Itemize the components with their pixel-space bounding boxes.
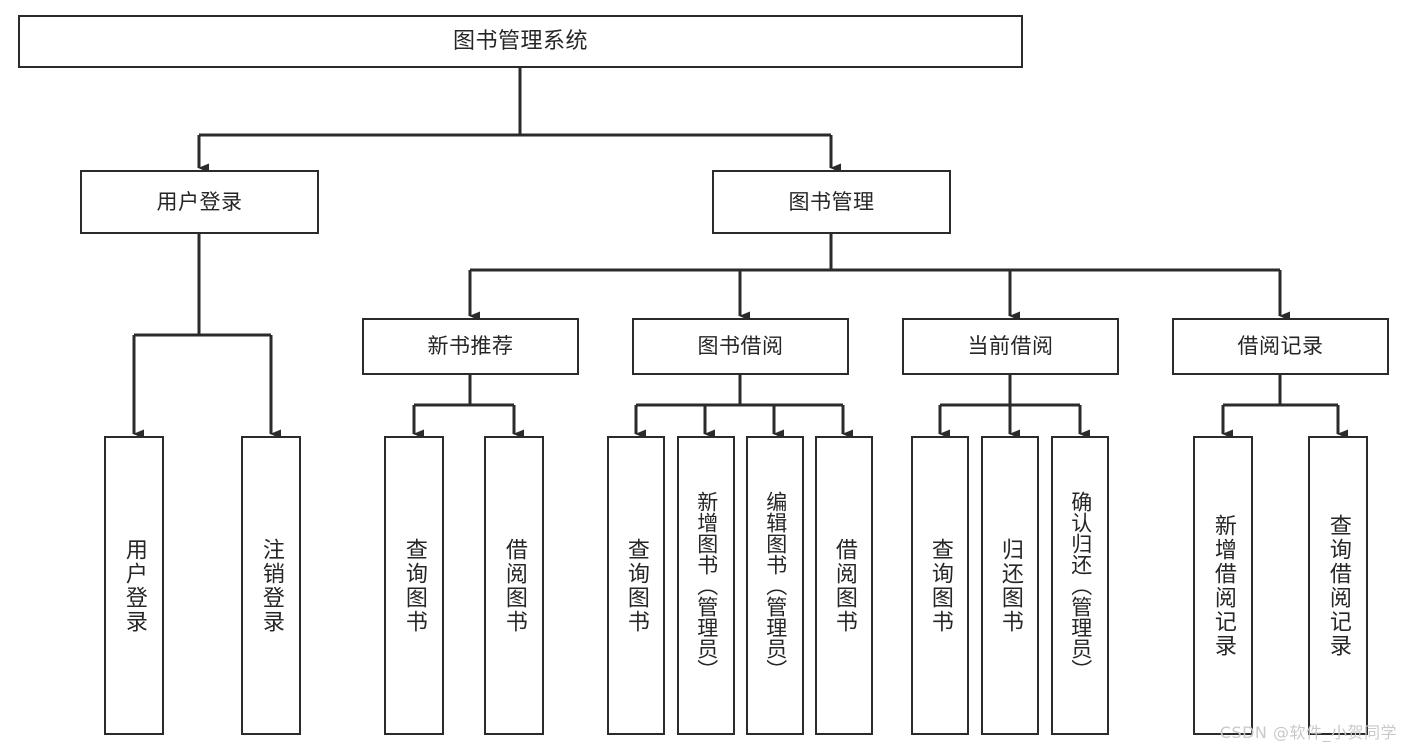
node-label: 新增图书（管理员） (694, 491, 719, 680)
node-label: 归还图书 (997, 537, 1023, 634)
leaf-return-book[interactable]: 归还图书 (981, 436, 1039, 735)
node-book-management-system[interactable]: 图书管理系统 (18, 15, 1023, 68)
node-label: 借阅记录 (1237, 334, 1324, 359)
leaf-query-borrow-record[interactable]: 查询借阅记录 (1308, 436, 1368, 735)
leaf-user-login[interactable]: 用户登录 (104, 436, 164, 735)
leaf-logout[interactable]: 注销登录 (241, 436, 301, 735)
node-label: 图书借阅 (697, 334, 784, 359)
leaf-add-book-admin[interactable]: 新增图书（管理员） (677, 436, 735, 735)
node-label: 查询图书 (401, 537, 427, 634)
node-label: 新增借阅记录 (1210, 513, 1236, 658)
node-label: 当前借阅 (967, 334, 1054, 359)
node-book-borrow[interactable]: 图书借阅 (632, 318, 849, 375)
node-label: 用户登录 (156, 189, 243, 214)
node-label: 确认归还（管理员） (1068, 491, 1093, 680)
node-label: 用户登录 (121, 537, 147, 634)
leaf-add-borrow-record[interactable]: 新增借阅记录 (1193, 436, 1253, 735)
leaf-confirm-return-admin[interactable]: 确认归还（管理员） (1051, 436, 1109, 735)
node-borrow-records[interactable]: 借阅记录 (1172, 318, 1389, 375)
watermark: CSDN @软件_小贺同学 (1219, 723, 1397, 742)
leaf-edit-book-admin[interactable]: 编辑图书（管理员） (746, 436, 804, 735)
node-label: 图书管理系统 (452, 28, 588, 54)
node-label: 查询借阅记录 (1325, 513, 1351, 658)
leaf-query-book-borrow[interactable]: 查询图书 (607, 436, 665, 735)
node-label: 借阅图书 (831, 537, 857, 634)
node-label: 查询图书 (927, 537, 953, 634)
leaf-borrow-book-recommend[interactable]: 借阅图书 (484, 436, 544, 735)
leaf-borrow-book[interactable]: 借阅图书 (815, 436, 873, 735)
leaf-query-book-current[interactable]: 查询图书 (911, 436, 969, 735)
node-label: 新书推荐 (427, 334, 514, 359)
node-label: 编辑图书（管理员） (763, 491, 788, 680)
node-label: 注销登录 (258, 537, 284, 634)
node-user-login[interactable]: 用户登录 (80, 170, 319, 234)
node-new-book-recommend[interactable]: 新书推荐 (362, 318, 579, 375)
node-label: 查询图书 (623, 537, 649, 634)
leaf-query-book-recommend[interactable]: 查询图书 (384, 436, 444, 735)
node-label: 图书管理 (788, 189, 875, 214)
node-label: 借阅图书 (501, 537, 527, 634)
node-book-management[interactable]: 图书管理 (712, 170, 951, 234)
node-current-borrow[interactable]: 当前借阅 (902, 318, 1119, 375)
